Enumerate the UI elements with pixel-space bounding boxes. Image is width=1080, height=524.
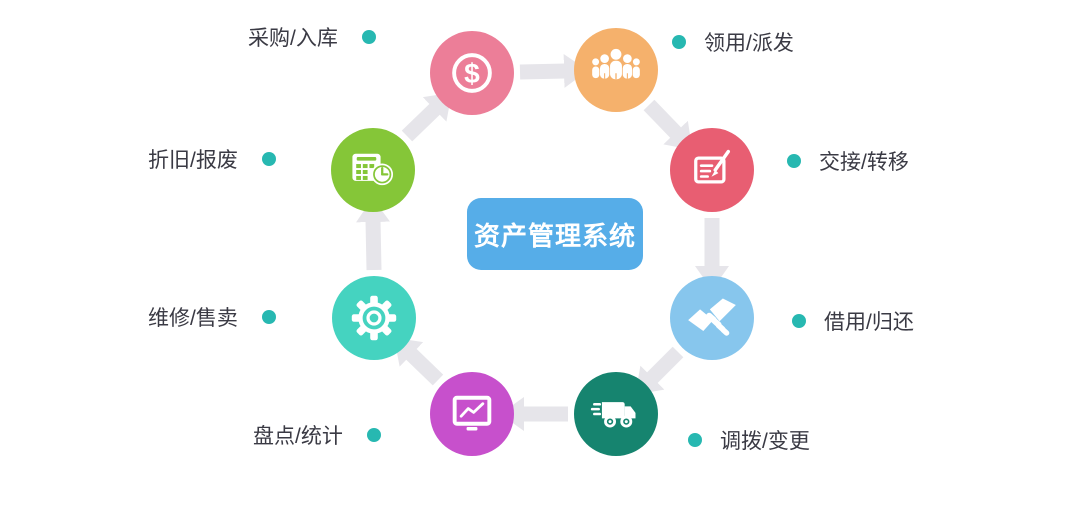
label-text: 领用/派发 (704, 32, 794, 55)
bullet-dot-icon (361, 30, 376, 44)
center-title: 资产管理系统 (473, 220, 636, 251)
label-allocate-change: 调拨/变更 (688, 427, 810, 453)
node-repair-sell (332, 276, 416, 360)
monitor-chart-icon (446, 388, 498, 440)
dollar-icon: $ (446, 47, 498, 99)
label-text: 盘点/统计 (253, 425, 343, 448)
calendar-clock-icon (347, 144, 399, 196)
node-purchase-inbound: $ (430, 31, 514, 115)
gear-icon (348, 292, 400, 344)
label-depreciation-scrap: 折旧/报废 (148, 146, 276, 172)
label-text: 折旧/报废 (148, 149, 238, 172)
label-collect-distribute: 领用/派发 (672, 29, 794, 55)
label-text: 交接/转移 (819, 151, 909, 174)
node-allocate-change (574, 372, 658, 456)
people-group-icon (590, 44, 642, 96)
bullet-dot-icon (261, 310, 276, 324)
document-pen-icon (686, 144, 738, 196)
flow-arrow (356, 198, 391, 271)
bullet-dot-icon (792, 314, 806, 328)
label-text: 调拨/变更 (720, 430, 810, 453)
bullet-dot-icon (787, 154, 801, 168)
node-depreciation-scrap (331, 128, 415, 212)
label-text: 采购/入库 (248, 27, 338, 50)
flow-arrow (643, 99, 693, 150)
bullet-dot-icon (261, 152, 276, 166)
bullet-dot-icon (672, 35, 686, 49)
node-handover-transfer (670, 128, 754, 212)
label-handover-transfer: 交接/转移 (787, 148, 909, 174)
label-borrow-return: 借用/归还 (792, 308, 914, 334)
label-inventory-statistics: 盘点/统计 (253, 422, 381, 448)
flow-arrow (394, 337, 444, 386)
svg-text:$: $ (464, 58, 480, 89)
bullet-dot-icon (688, 433, 702, 447)
handshake-icon (686, 292, 738, 344)
label-repair-sell: 维修/售卖 (148, 304, 276, 330)
label-text: 借用/归还 (824, 311, 914, 334)
flow-arrow (401, 92, 452, 142)
flow-arrow (635, 346, 684, 395)
node-inventory-statistics (430, 372, 514, 456)
label-purchase-inbound: 采购/入库 (248, 24, 376, 50)
label-text: 维修/售卖 (148, 307, 238, 330)
flow-arrow (519, 54, 588, 89)
delivery-truck-icon (590, 388, 642, 440)
node-borrow-return (670, 276, 754, 360)
bullet-dot-icon (366, 428, 381, 442)
node-collect-distribute (574, 28, 658, 112)
center-title-box: 资产管理系统 (467, 198, 643, 270)
